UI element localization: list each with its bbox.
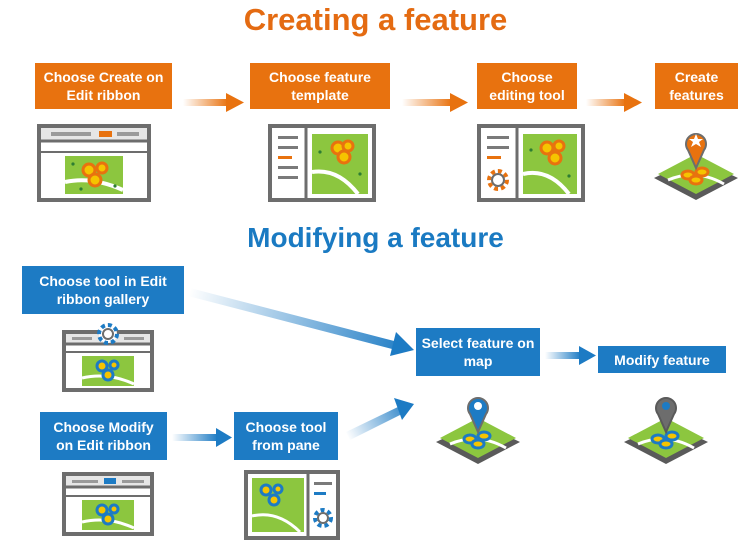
step-modify-feature-label: Modify feature (614, 351, 710, 368)
step-choose-tool-gallery: Choose tool in Edit ribbon gallery (22, 266, 184, 314)
arrow-create-2 (402, 93, 468, 112)
step-choose-template-label: Choose feature template (269, 69, 371, 103)
step-choose-create: Choose Create on Edit ribbon (35, 63, 172, 109)
gear-icon (487, 169, 509, 191)
step-choose-editing-tool-label: Choose editing tool (489, 69, 565, 103)
arrow-select-to-modify (545, 346, 596, 365)
step-select-feature-label: Select feature on map (421, 335, 535, 369)
step-choose-editing-tool: Choose editing tool (477, 63, 577, 109)
edit-ribbon-modify-icon (62, 472, 154, 536)
step-choose-modify: Choose Modify on Edit ribbon (40, 412, 167, 460)
step-choose-tool-gallery-label: Choose tool in Edit ribbon gallery (39, 273, 167, 307)
step-choose-template: Choose feature template (250, 63, 390, 109)
star-icon (689, 134, 703, 147)
step-create-features: Create features (655, 63, 738, 109)
step-create-features-label: Create features (669, 69, 724, 103)
ribbon-gallery-gear-icon (62, 323, 154, 392)
step-choose-tool-pane-label: Choose tool from pane (245, 419, 327, 453)
map-pin-select-icon (436, 397, 520, 464)
arrow-create-1 (183, 93, 244, 112)
step-choose-create-label: Choose Create on Edit ribbon (43, 69, 164, 103)
map-pin-star-icon (654, 133, 738, 200)
template-pane-map-icon (268, 124, 376, 202)
arrow-gallery-to-select (188, 288, 414, 356)
edit-ribbon-create-icon (37, 124, 151, 202)
step-choose-tool-pane: Choose tool from pane (234, 412, 338, 460)
title-creating-feature: Creating a feature (243, 2, 508, 37)
arrow-modify-to-pane (172, 428, 232, 447)
title-modifying-feature: Modifying a feature (247, 222, 504, 253)
step-modify-feature: Modify feature (598, 346, 726, 373)
step-select-feature: Select feature on map (416, 328, 540, 376)
pane-gear-map-icon (244, 470, 340, 540)
map-pin-modify-icon (624, 397, 708, 464)
editing-tool-gear-map-icon (477, 124, 585, 202)
arrow-create-3 (586, 93, 642, 112)
arrow-pane-to-select (346, 398, 414, 440)
step-choose-modify-label: Choose Modify on Edit ribbon (53, 419, 154, 453)
gear-icon (313, 508, 333, 528)
gear-icon (97, 323, 119, 345)
